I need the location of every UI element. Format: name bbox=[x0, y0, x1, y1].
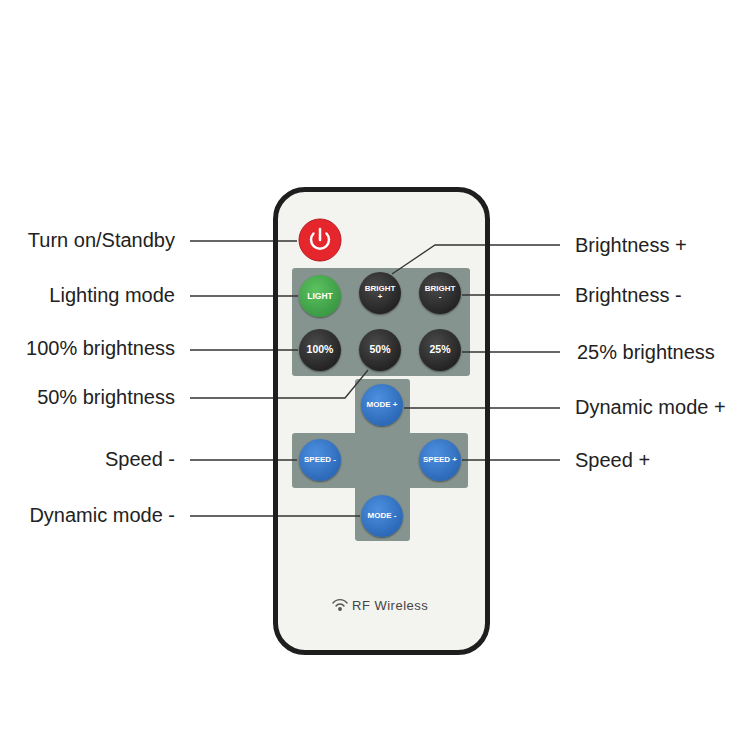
callout-label: 25% brightness bbox=[577, 340, 715, 364]
remote-button: 50% bbox=[359, 329, 401, 371]
remote-button: SPEED - bbox=[299, 439, 341, 481]
button-label: MODE - bbox=[368, 512, 397, 520]
callout-label: Turn on/Standby bbox=[28, 228, 175, 252]
callout-label: Lighting mode bbox=[49, 283, 175, 307]
power-icon bbox=[319, 229, 322, 240]
callout-label: Speed - bbox=[105, 447, 175, 471]
callout-label: Dynamic mode - bbox=[29, 503, 175, 527]
brand-text: RF Wireless bbox=[352, 598, 428, 613]
button-label: BRIGHT + bbox=[363, 285, 397, 302]
remote-button: BRIGHT - bbox=[419, 272, 461, 314]
callout-label: 50% brightness bbox=[37, 385, 175, 409]
button-label: BRIGHT - bbox=[423, 285, 457, 302]
callout-label: Brightness - bbox=[575, 283, 682, 307]
remote-button: 100% bbox=[299, 329, 341, 371]
remote-button: 25% bbox=[419, 329, 461, 371]
remote-button: MODE - bbox=[361, 495, 403, 537]
button-label: 50% bbox=[369, 344, 390, 355]
callout-label: Speed + bbox=[575, 448, 650, 472]
callout-label: Dynamic mode + bbox=[575, 395, 726, 419]
button-panel bbox=[292, 268, 470, 376]
remote-button: BRIGHT + bbox=[359, 272, 401, 314]
button-label: 100% bbox=[307, 344, 334, 355]
button-label: MODE + bbox=[367, 401, 398, 409]
remote-control: RF Wireless LIGHT BRIGHT + BRIGHT - 100% 50% 2… bbox=[273, 187, 490, 655]
button-label: 25% bbox=[429, 344, 450, 355]
remote-body bbox=[275, 189, 488, 653]
leader-lines bbox=[190, 241, 560, 516]
remote-button: LIGHT bbox=[299, 275, 341, 317]
power-button bbox=[299, 219, 341, 261]
callout-label: Brightness + bbox=[575, 233, 687, 257]
button-label: LIGHT bbox=[307, 292, 333, 301]
button-label: SPEED + bbox=[423, 456, 457, 464]
callout-label: 100% brightness bbox=[26, 336, 175, 360]
button-label: SPEED - bbox=[304, 456, 336, 464]
remote-button: MODE + bbox=[361, 384, 403, 426]
remote-button: SPEED + bbox=[419, 439, 461, 481]
cross-panel bbox=[292, 433, 468, 488]
wireless-icon bbox=[333, 600, 347, 611]
